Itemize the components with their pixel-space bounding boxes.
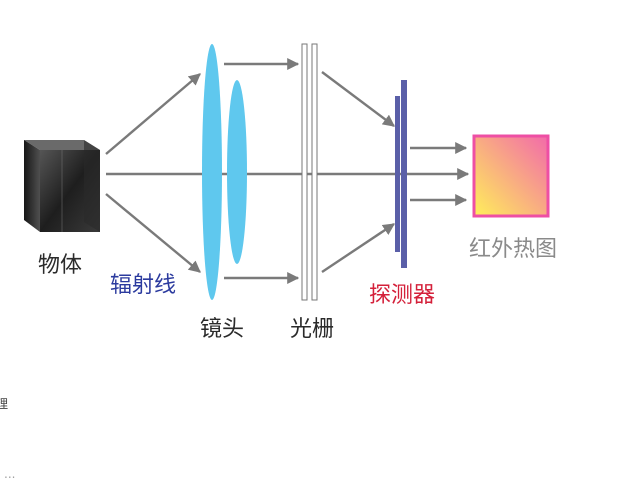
rays-to-detector bbox=[321, 71, 395, 273]
label-radiation: 辐射线 bbox=[110, 273, 176, 298]
radiation-rays bbox=[105, 73, 470, 273]
grating bbox=[301, 43, 318, 301]
edge-fragment: 理 bbox=[0, 397, 8, 411]
footer-fragment: ... bbox=[4, 467, 15, 480]
label-object: 物体 bbox=[38, 253, 82, 278]
detector bbox=[395, 80, 407, 268]
object-cube bbox=[24, 140, 100, 232]
label-lens: 镜头 bbox=[200, 317, 244, 342]
lens-small bbox=[227, 80, 247, 264]
ray-lower bbox=[105, 193, 201, 273]
ray-upper bbox=[105, 73, 201, 155]
label-thermal-image: 红外热图 bbox=[469, 237, 557, 262]
lens-assembly bbox=[202, 44, 247, 300]
thermal-image bbox=[472, 134, 550, 218]
rays-to-image bbox=[410, 142, 468, 206]
label-grating: 光栅 bbox=[290, 317, 334, 342]
label-detector: 探测器 bbox=[369, 283, 435, 308]
lens-large bbox=[202, 44, 222, 300]
rays-to-grating bbox=[224, 58, 300, 284]
